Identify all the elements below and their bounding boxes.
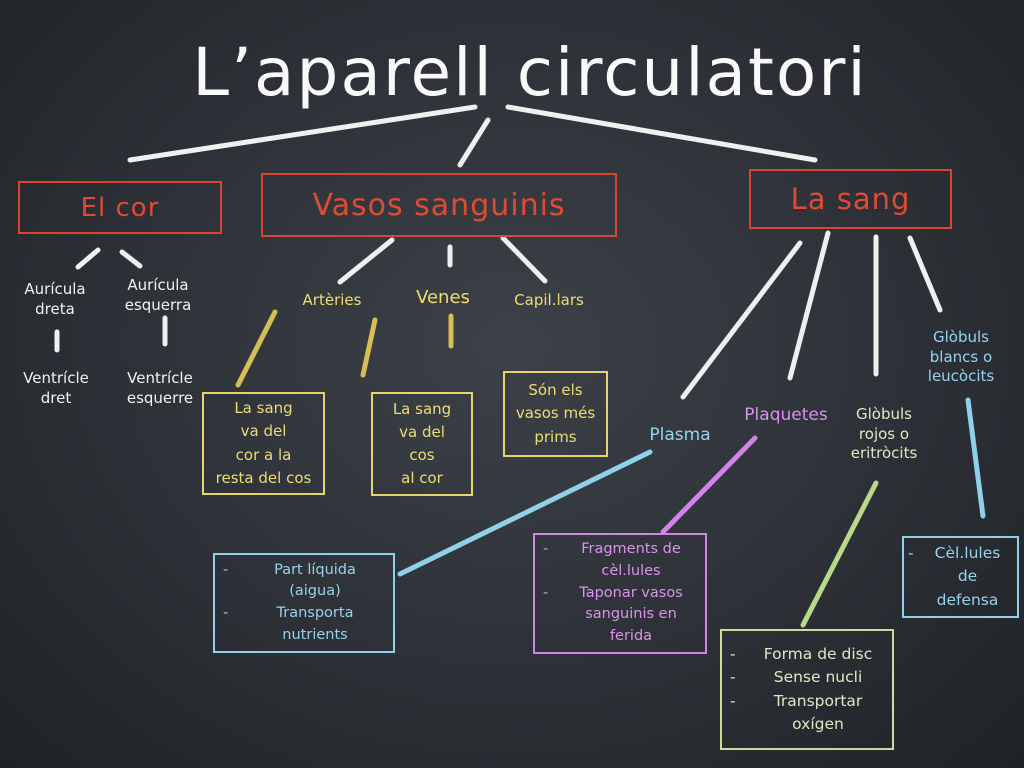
list-item: - Cèl.lules de defensa: [908, 542, 1013, 612]
bullet: -: [908, 544, 914, 563]
connector-cor-dreta: [75, 247, 101, 270]
plasma-label: Plasma: [649, 425, 711, 445]
connector-sang-plasma: [680, 240, 803, 400]
category-el-cor: El cor: [18, 181, 222, 234]
bullet: -: [730, 645, 736, 663]
connector-vasos-arteries: [337, 237, 395, 285]
connector-title-cor: [127, 104, 478, 163]
item-text: Forma de disc: [763, 645, 873, 663]
plasma-description: - Part líquida (aigua) - Transporta nutrie…: [213, 553, 395, 653]
globuls-blancs-description: - Cèl.lules de defensa: [902, 536, 1019, 618]
list-item: - Transporta nutrients: [223, 603, 385, 647]
connector-plasma-desc: [397, 449, 653, 577]
list-item: - Part líquida (aigua): [223, 560, 385, 604]
item-text: Fragments de cèl.lules: [581, 541, 681, 579]
auricula-esquerra: Aurícula esquerra: [124, 276, 192, 314]
connector-title-vasos: [457, 117, 491, 168]
bullet: -: [223, 561, 229, 578]
bullet: -: [730, 668, 736, 687]
item-text: Transporta nutrients: [276, 605, 354, 643]
globuls-vermells-label: Glòbuls rojos o eritròcits: [850, 405, 918, 462]
bullet: -: [543, 584, 549, 601]
bullet: -: [730, 691, 736, 710]
item-text: Sense nucli: [773, 668, 863, 687]
ventricle-esquerre: Ventrícle esquerre: [126, 369, 194, 407]
arteries-label: Artèries: [302, 291, 362, 309]
connector-blancs-desc: [965, 397, 986, 519]
plaquetes-description: - Fragments de cèl.lules - Taponar vasos s…: [533, 533, 707, 654]
capillars-label: Capil.lars: [514, 291, 584, 309]
connector-sang-blancs: [907, 235, 943, 313]
bullet: -: [543, 541, 549, 558]
page-title: L’aparell circulatori: [192, 34, 868, 111]
category-vasos-sanguinis: Vasos sanguinis: [261, 173, 617, 237]
globuls-blancs-label: Glòbuls blancs o leucòcits: [927, 328, 995, 385]
list-item: - Taponar vasos sanguinis en ferida: [543, 583, 697, 648]
list-item: - Fragments de cèl.lules: [543, 539, 697, 583]
item-text: Part líquida (aigua): [274, 561, 356, 600]
capillars-description: Són els vasos més prims: [503, 371, 608, 457]
item-text: Transportar oxígen: [773, 691, 863, 733]
auricula-dreta: Aurícula dreta: [24, 280, 86, 318]
globuls-vermells-description: - Forma de disc - Sense nucli - Transportar…: [720, 629, 894, 750]
connector-plaquetes-desc: [660, 435, 758, 535]
category-la-sang: La sang: [749, 169, 952, 229]
connector-cor-esquerra: [119, 249, 143, 269]
list-item: - Sense nucli: [730, 666, 884, 689]
ventricle-dret: Ventrícle dret: [23, 369, 89, 407]
venes-label: Venes: [416, 287, 470, 308]
connector-vasos-capillars: [500, 235, 548, 284]
item-text: Taponar vasos sanguinis en ferida: [579, 584, 683, 645]
arteries-description: La sang va del cor a la resta del cos: [202, 392, 325, 495]
connector-arteries-desc: [235, 309, 278, 388]
venes-description: La sang va del cos al cor: [371, 392, 473, 496]
connector-venes-desc: [360, 317, 378, 378]
connector-vermells-desc: [800, 480, 879, 628]
plaquetes-label: Plaquetes: [744, 405, 828, 425]
connector-title-sang: [505, 104, 818, 163]
list-item: - Forma de disc: [730, 643, 884, 666]
item-text: Cèl.lules de defensa: [934, 544, 1001, 609]
connector-sang-plaquetes: [787, 230, 831, 381]
bullet: -: [223, 605, 229, 621]
list-item: - Transportar oxígen: [730, 690, 884, 737]
